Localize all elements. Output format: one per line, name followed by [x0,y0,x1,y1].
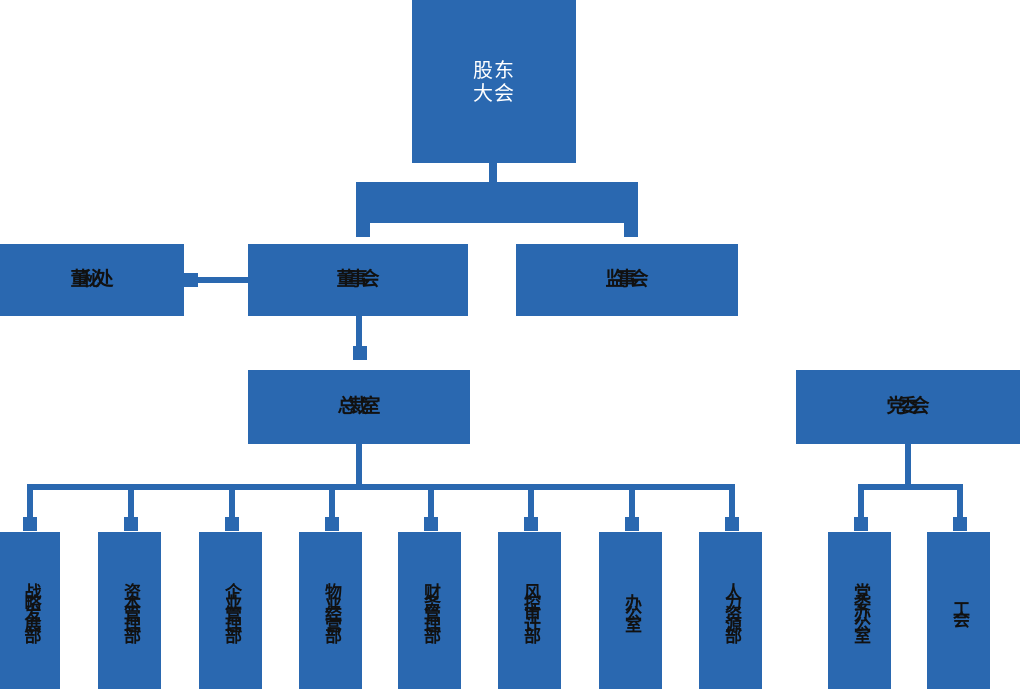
connector-vertical-l1-bus [489,163,497,194]
connector-vertical-party-bus [905,444,911,490]
node-risk-audit-dept[interactable]: 风控审计部 [498,532,561,689]
node-label: 企业管理部 [221,583,241,638]
connector-bus-party [858,484,963,490]
node-shareholders-meeting[interactable]: 股东 大会 [412,0,576,163]
connector-nub-dept-4 [325,517,339,531]
node-capital-management-dept[interactable]: 资本管理部 [98,532,161,689]
node-label: 工会 [949,599,969,622]
connector-vertical-president-bus [356,444,362,490]
node-board-of-supervisors[interactable]: 监事会 [516,244,738,316]
node-board-secretariat[interactable]: 董秘处 [0,244,184,316]
node-strategic-development-dept[interactable]: 战略发展部 [0,532,60,689]
node-general-office[interactable]: 办公室 [599,532,662,689]
node-label: 办公室 [621,594,641,627]
node-label: 监事会 [605,268,648,291]
node-label: 物业经营部 [321,583,341,638]
node-label: 总裁室 [337,395,380,418]
node-label: 风控审计部 [520,583,540,638]
node-label: 战略发展部 [20,583,41,638]
node-label: 财务管理部 [420,583,440,638]
connector-nub-dept-6 [524,517,538,531]
node-enterprise-management-dept[interactable]: 企业管理部 [199,532,262,689]
node-board-of-directors[interactable]: 董事会 [248,244,468,316]
connector-drop-dept-1 [27,484,33,520]
node-party-committee-office[interactable]: 党委办公室 [828,532,891,689]
connector-drop-dept-8 [729,484,735,520]
node-label: 董秘处 [70,268,113,291]
connector-drop-dept-5 [428,484,434,520]
connector-bus-level2 [356,182,638,223]
connector-nub-right-l2 [624,223,638,237]
node-label: 资本管理部 [120,583,140,638]
connector-nub-secretariat [184,273,198,287]
node-label: 人力资源部 [721,583,741,638]
connector-nub-dept-7 [625,517,639,531]
node-party-committee[interactable]: 党委会 [796,370,1020,444]
connector-nub-left-l2 [356,223,370,237]
connector-nub-party-2 [953,517,967,531]
node-label: 党委会 [886,395,929,418]
node-labor-union[interactable]: 工会 [927,532,990,689]
connector-drop-dept-7 [629,484,635,520]
node-presidents-office[interactable]: 总裁室 [248,370,470,444]
connector-drop-party-2 [957,484,963,520]
connector-drop-party-1 [858,484,864,520]
connector-drop-dept-4 [329,484,335,520]
connector-drop-dept-6 [528,484,534,520]
node-label: 董事会 [336,268,379,291]
node-human-resources-dept[interactable]: 人力资源部 [699,532,762,689]
connector-nub-dept-1 [23,517,37,531]
node-label: 党委办公室 [850,583,870,638]
connector-nub-dept-5 [424,517,438,531]
connector-drop-dept-3 [229,484,235,520]
connector-nub-party-1 [854,517,868,531]
connector-nub-president [353,346,367,360]
connector-secretariat-link [190,277,252,283]
connector-nub-dept-3 [225,517,239,531]
connector-nub-dept-2 [124,517,138,531]
connector-bus-departments [27,484,735,490]
connector-vertical-board-president [356,316,362,346]
node-property-operations-dept[interactable]: 物业经营部 [299,532,362,689]
connector-drop-dept-2 [128,484,134,520]
node-label: 股东 大会 [473,57,515,105]
connector-nub-dept-8 [725,517,739,531]
node-finance-management-dept[interactable]: 财务管理部 [398,532,461,689]
